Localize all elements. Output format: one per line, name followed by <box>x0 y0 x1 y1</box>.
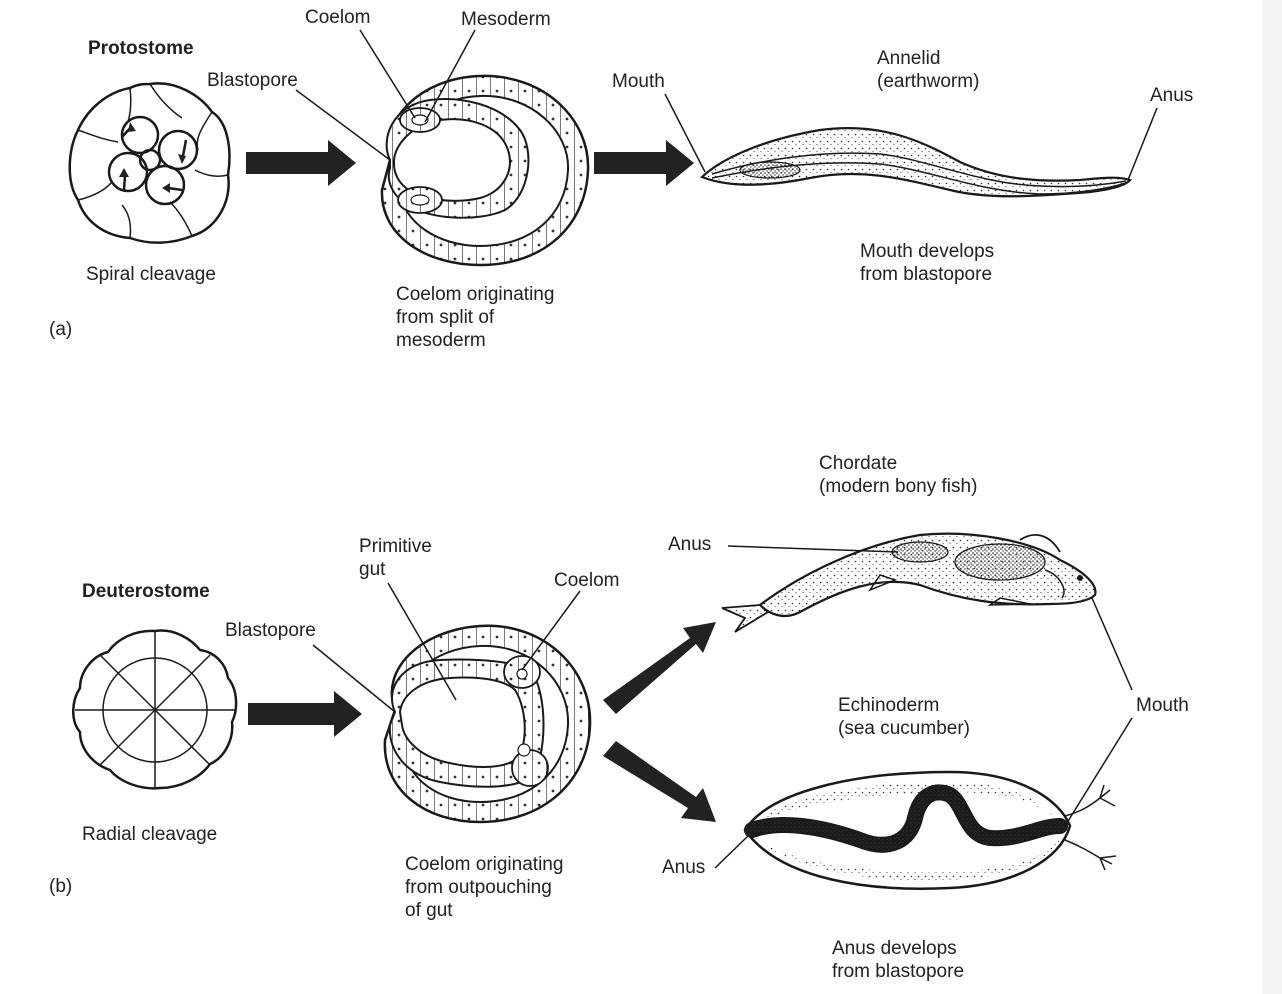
deuterostome-gastrula <box>383 624 592 824</box>
radial-cleavage-embryo <box>72 629 238 790</box>
earthworm-drawing <box>699 126 1132 198</box>
annelid-label: Annelid (earthworm) <box>877 48 980 92</box>
block-arrow-b2-up <box>603 622 716 714</box>
part-a-marker: (a) <box>49 319 73 340</box>
block-arrow-a1 <box>246 140 356 186</box>
block-arrow-b3-down <box>603 741 716 822</box>
mouth-develops-caption: Mouth develops from blastopore <box>860 241 995 285</box>
anus-label-a: Anus <box>1150 85 1194 106</box>
primitive-gut-label: Primitive gut <box>359 536 432 580</box>
chordate-label: Chordate (modern bony fish) <box>819 453 978 497</box>
leader-lines-b <box>312 545 1133 869</box>
protostome-heading: Protostome <box>88 38 194 59</box>
block-arrow-b1 <box>248 691 362 737</box>
anus-label-fish: Anus <box>668 534 712 555</box>
leader-lines-a <box>295 29 1158 181</box>
protostome-gastrula <box>380 74 590 267</box>
anus-label-cucumber: Anus <box>662 857 706 878</box>
radial-cleavage-label: Radial cleavage <box>82 824 218 845</box>
fish-drawing <box>721 532 1097 633</box>
part-b-marker: (b) <box>49 876 73 897</box>
page-edge <box>1262 0 1282 994</box>
mesoderm-label: Mesoderm <box>461 9 551 30</box>
blastopore-label-b: Blastopore <box>225 620 316 641</box>
mouth-label-a: Mouth <box>612 71 665 92</box>
spiral-cleavage-label: Spiral cleavage <box>86 264 216 285</box>
spiral-cleavage-embryo <box>68 82 231 244</box>
coelom-outpouching-caption: Coelom originating from outpouching of g… <box>405 854 564 921</box>
mouth-label-b: Mouth <box>1136 695 1189 716</box>
echinoderm-label: Echinoderm (sea cucumber) <box>838 695 970 739</box>
coelom-split-caption: Coelom originating from split of mesoder… <box>396 284 555 351</box>
block-arrow-a2 <box>594 140 694 186</box>
coelom-label-b: Coelom <box>554 570 620 591</box>
deuterostome-heading: Deuterostome <box>82 581 210 602</box>
blastopore-label-a: Blastopore <box>207 70 298 91</box>
sea-cucumber-drawing <box>743 770 1117 890</box>
anus-develops-caption: Anus develops from blastopore <box>832 938 965 982</box>
coelom-label-a: Coelom <box>305 7 371 28</box>
